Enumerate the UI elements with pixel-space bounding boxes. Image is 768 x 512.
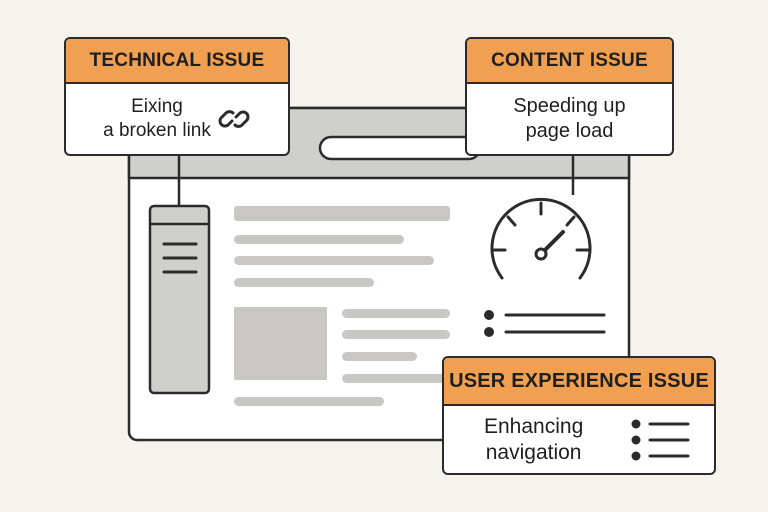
content-placeholder-text <box>234 206 450 287</box>
ux-issue-body: Enhancing navigation <box>444 406 714 473</box>
technical-issue-line1: Eixing <box>131 96 183 118</box>
technical-issue-line2: a broken link <box>103 120 211 141</box>
bulleted-list-icon <box>484 310 606 337</box>
sidebar-menu-icon[interactable] <box>148 204 211 395</box>
content-issue-line2: page load <box>525 120 614 142</box>
speedometer-icon <box>490 197 592 280</box>
chain-link-icon <box>218 110 250 128</box>
address-bar[interactable] <box>318 135 482 161</box>
content-issue-callout: CONTENT ISSUE Speeding up page load <box>465 37 674 156</box>
technical-issue-text: Eixing a broken link <box>103 95 211 143</box>
ux-issue-line1: Enhancing <box>484 414 584 438</box>
ux-issue-text: Enhancing navigation <box>484 414 583 467</box>
technical-issue-body: Eixing a broken link <box>66 84 288 154</box>
image-placeholder <box>234 307 327 380</box>
content-placeholder-lines <box>234 309 450 406</box>
content-issue-body: Speeding up page load <box>467 84 672 154</box>
ux-issue-line2: navigation <box>485 441 582 464</box>
ux-issue-title: USER EXPERIENCE ISSUE <box>444 358 714 406</box>
content-issue-line1: Speeding up <box>513 95 626 117</box>
technical-issue-title: TECHNICAL ISSUE <box>66 39 288 84</box>
ux-issue-callout: USER EXPERIENCE ISSUE Enhancing navigati… <box>442 356 716 475</box>
content-issue-title: CONTENT ISSUE <box>467 39 672 84</box>
bulleted-list-icon <box>631 419 690 461</box>
technical-issue-callout: TECHNICAL ISSUE Eixing a broken link <box>64 37 290 156</box>
